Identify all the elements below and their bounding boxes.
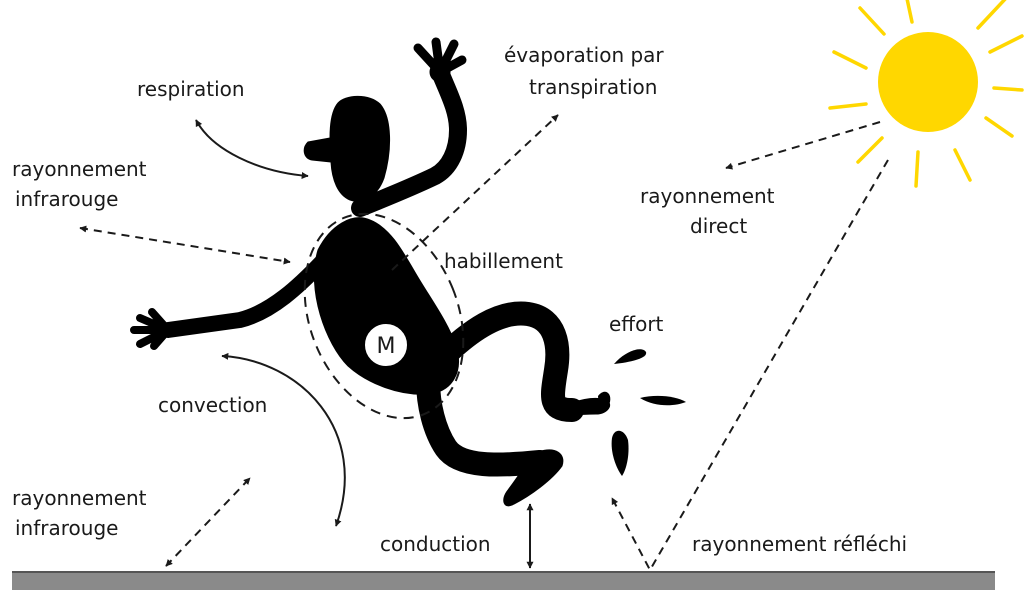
label-convection: convection (158, 393, 267, 417)
label-respiration: respiration (137, 77, 245, 101)
infrared-top-arrow (80, 228, 290, 262)
label-effort: effort (609, 312, 664, 336)
metabolism-label: M (377, 334, 396, 359)
label-reflected: rayonnement réfléchi (692, 532, 907, 556)
label-evaporation-line2: transpiration (529, 75, 657, 99)
human-figure (134, 42, 610, 506)
label-infrared-bottom-line2: infrarouge (15, 516, 118, 540)
sun-icon (830, 0, 1022, 186)
label-evaporation-line1: évaporation par (504, 43, 664, 67)
label-direct-line2: direct (690, 214, 747, 238)
label-infrared-top-line1: rayonnement (12, 157, 147, 181)
ground (12, 572, 995, 590)
effort-droplets (598, 349, 686, 476)
reflected-radiation-path (612, 160, 888, 570)
convection-arrow (222, 356, 345, 526)
sun-disc (878, 32, 978, 132)
label-infrared-bottom-line1: rayonnement (12, 486, 147, 510)
infrared-bottom-arrow (166, 478, 250, 566)
label-infrared-top-line2: infrarouge (15, 187, 118, 211)
label-clothing: habillement (444, 249, 563, 273)
label-direct-line1: rayonnement (640, 184, 775, 208)
respiration-arrow (196, 120, 308, 176)
label-conduction: conduction (380, 532, 491, 556)
head (304, 96, 389, 201)
